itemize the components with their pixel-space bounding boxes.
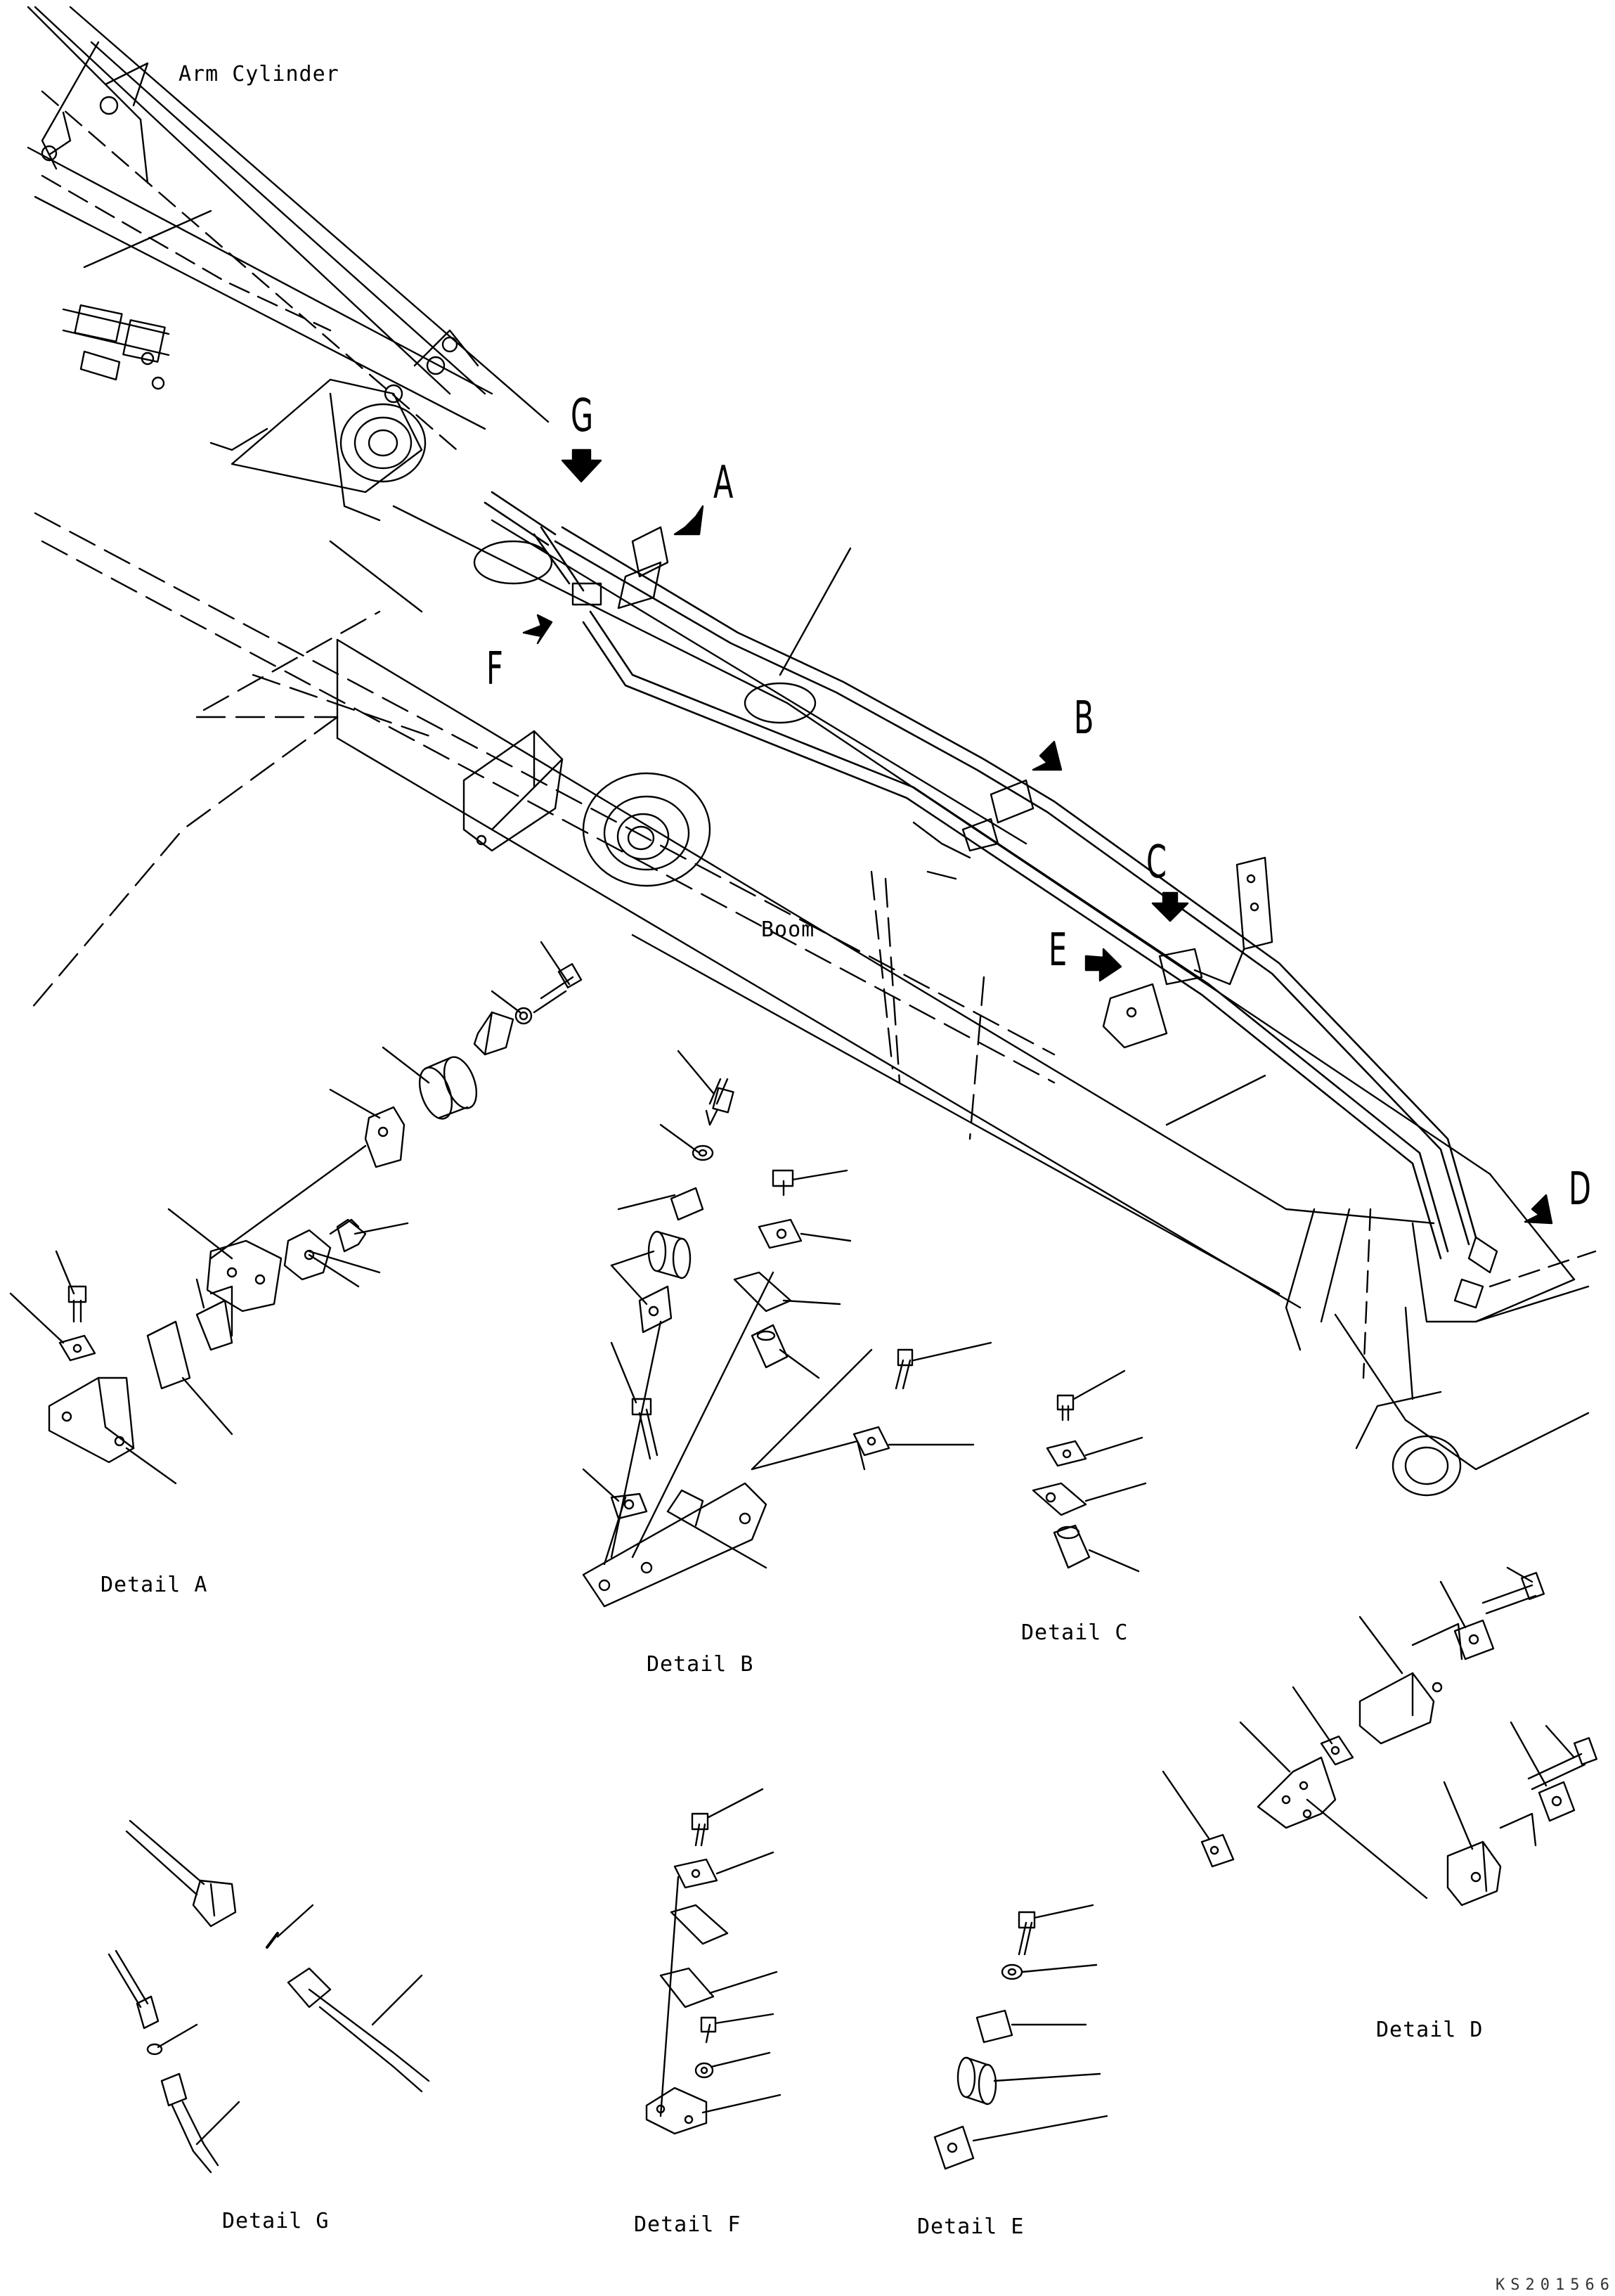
hose-clamps [571,526,1498,1309]
arrow-e [1084,948,1122,982]
detail-d-drawing [1162,1566,1598,1907]
arm-cylinder-label: Arm Cylinder [179,62,339,86]
right-brackets [1102,856,1273,1049]
arrow-a [673,505,704,536]
hydraulic-piping [484,491,1477,1260]
boom-label: Boom [761,917,815,942]
boom-top-holes [473,540,817,724]
arm-cylinder [62,304,170,390]
callout-letter-f: F [486,643,503,695]
detail-b-label: Detail B [647,1652,754,1677]
arrow-f [522,614,553,645]
boom-cylinder-boss [582,772,711,887]
arm-boom-pin [209,329,479,522]
leader-lines [779,547,1266,1126]
drawing-code: KS201566 [1496,2276,1615,2294]
detail-f-label: Detail F [634,2212,741,2237]
callout-letter-a: A [713,457,734,509]
arrow-c [1151,891,1189,922]
detail-b-drawing [582,1050,992,1608]
detail-d-label: Detail D [1376,2018,1484,2042]
callout-letter-d: D [1569,1163,1591,1215]
callout-letter-c: C [1146,837,1167,889]
boom-bracket-box [462,730,564,852]
arrow-g [561,449,602,483]
detail-a-label: Detail A [100,1573,208,1597]
callout-arrows [522,449,1553,1225]
detail-g-drawing [108,1819,430,2174]
detail-c-drawing [1032,1369,1147,1573]
detail-a-drawing [9,941,583,1485]
arm-structure [27,6,550,451]
detail-e-label: Detail E [917,2214,1025,2239]
detail-e-drawing [933,1904,1108,2170]
boom-structure [27,505,1597,1497]
arrow-b [1032,740,1063,771]
callout-letter-e: E [1049,924,1068,976]
detail-f-drawing [645,1788,781,2135]
callout-letter-g: G [571,390,594,442]
arrow-d [1524,1194,1553,1225]
detail-c-label: Detail C [1021,1620,1129,1645]
detail-g-label: Detail G [222,2209,330,2233]
callout-letter-b: B [1074,692,1094,744]
